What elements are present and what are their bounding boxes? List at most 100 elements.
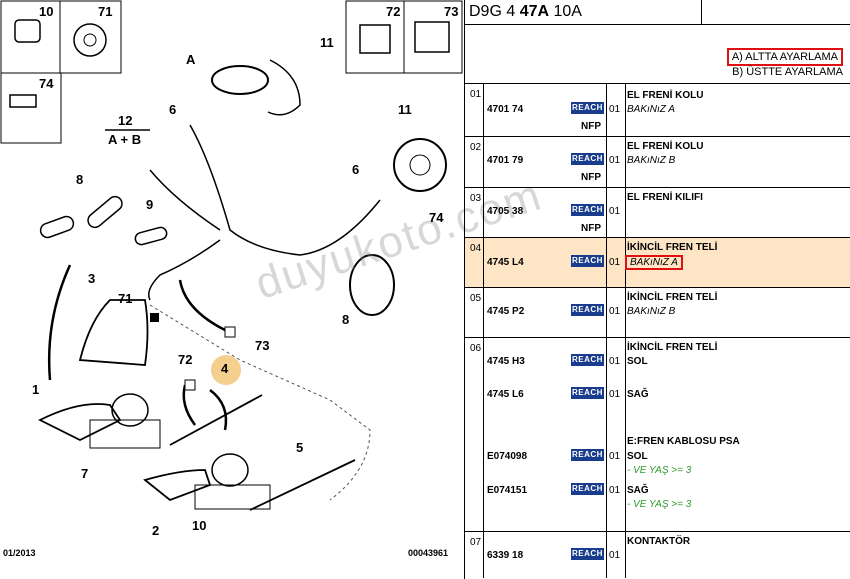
part-qty: 01 bbox=[609, 104, 621, 115]
part-desc: İKİNCİL FREN TELİ bbox=[627, 242, 718, 253]
part-subheading: E:FREN KABLOSU PSA bbox=[627, 436, 740, 447]
parts-diagram: duyukoto.com 10 71 74 72 73 A 11 6 12 A … bbox=[0, 0, 549, 558]
row-number: 06 bbox=[470, 343, 482, 354]
code-suffix: 10A bbox=[549, 3, 582, 20]
reach-badge: REACH bbox=[571, 483, 604, 495]
callout-71: 71 bbox=[118, 291, 133, 306]
highlight-circle bbox=[211, 355, 241, 385]
part-sub-highlighted: BAKıNıZ A bbox=[625, 255, 683, 270]
callout-73: 73 bbox=[255, 338, 270, 353]
part-row-02[interactable]: 02 4701 79 REACH 01 NFP EL FRENİ KOLU BA… bbox=[465, 137, 850, 188]
nfp-label: NFP bbox=[581, 121, 601, 132]
callout-a: A bbox=[186, 52, 196, 67]
box-label-74: 74 bbox=[39, 76, 54, 91]
reach-badge: REACH bbox=[571, 354, 604, 366]
callout-2: 2 bbox=[152, 523, 160, 538]
part-desc: İKİNCİL FREN TELİ bbox=[627, 292, 718, 303]
code-bold: 47A bbox=[519, 3, 550, 20]
part-desc: KONTAKTÖR bbox=[627, 536, 691, 547]
part-row-07[interactable]: 07 6339 18 REACH 01 KONTAKTÖR bbox=[465, 532, 850, 578]
part-desc: EL FRENİ KOLU bbox=[627, 141, 704, 152]
callout-12: 12 bbox=[118, 113, 133, 128]
part-ref[interactable]: E074151 bbox=[487, 485, 528, 496]
callout-11-top: 11 bbox=[320, 35, 334, 50]
reach-badge: REACH bbox=[571, 304, 604, 316]
part-qty: 01 bbox=[609, 257, 621, 268]
part-ref[interactable]: 4745 L6 bbox=[487, 389, 524, 400]
reach-badge: REACH bbox=[571, 102, 604, 114]
callout-3: 3 bbox=[88, 271, 96, 286]
part-desc: İKİNCİL FREN TELİ bbox=[627, 342, 718, 353]
part-desc: EL FRENİ KOLU bbox=[627, 90, 704, 101]
part-qty: 01 bbox=[609, 550, 621, 561]
part-qty: 01 bbox=[609, 356, 621, 367]
callout-8-right: 8 bbox=[342, 312, 350, 327]
part-desc: EL FRENİ KILIFI bbox=[627, 192, 703, 203]
part-qty: 01 bbox=[609, 451, 621, 462]
catalog-code: D9G 4 47A 10A bbox=[469, 3, 582, 21]
nfp-label: NFP bbox=[581, 223, 601, 234]
row-number: 02 bbox=[470, 142, 482, 153]
part-qty: 01 bbox=[609, 306, 621, 317]
box-label-71: 71 bbox=[98, 4, 113, 19]
callout-7: 7 bbox=[81, 466, 89, 481]
part-row-04[interactable]: 04 4745 L4 REACH 01 İKİNCİL FREN TELİ BA… bbox=[465, 238, 850, 288]
reach-badge: REACH bbox=[571, 387, 604, 399]
part-note: - VE YAŞ >= 3 bbox=[627, 499, 692, 510]
box-label-10: 10 bbox=[39, 4, 54, 19]
part-row-05[interactable]: 05 4745 P2 REACH 01 İKİNCİL FREN TELİ BA… bbox=[465, 288, 850, 338]
part-ref[interactable]: 4745 L4 bbox=[487, 257, 524, 268]
nfp-label: NFP bbox=[581, 172, 601, 183]
row-number: 04 bbox=[470, 243, 482, 254]
part-side: SAĞ bbox=[627, 485, 649, 496]
reach-badge: REACH bbox=[571, 153, 604, 165]
part-qty: 01 bbox=[609, 206, 621, 217]
part-qty: 01 bbox=[609, 485, 621, 496]
callout-6-top: 6 bbox=[169, 102, 177, 117]
callout-8-left: 8 bbox=[76, 172, 84, 187]
part-side: SAĞ bbox=[627, 389, 649, 400]
part-row-03[interactable]: 03 4705 38 REACH 01 NFP EL FRENİ KILIFI bbox=[465, 188, 850, 238]
box-label-72: 72 bbox=[386, 4, 401, 19]
part-ref[interactable]: 4705 38 bbox=[487, 206, 524, 217]
adjustment-options: A) ALTTA AYARLAMA B) ÜSTTE AYARLAMA bbox=[465, 25, 850, 84]
part-sub: BAKıNıZ B bbox=[627, 306, 676, 317]
part-note: - VE YAŞ >= 3 bbox=[627, 465, 692, 476]
box-label-73: 73 bbox=[444, 4, 459, 19]
callout-a-plus-b: A + B bbox=[108, 132, 142, 147]
part-row-06[interactable]: 06 İKİNCİL FREN TELİ 4745 H3 REACH 01 SO… bbox=[465, 338, 850, 532]
row-number: 05 bbox=[470, 293, 482, 304]
part-row-01[interactable]: 01 4701 74 REACH 01 NFP EL FRENİ KOLU BA… bbox=[465, 84, 850, 137]
reach-badge: REACH bbox=[571, 449, 604, 461]
row-number: 07 bbox=[470, 537, 482, 548]
callout-11-right: 11 bbox=[398, 102, 412, 117]
part-ref[interactable]: 4701 79 bbox=[487, 155, 524, 166]
option-b[interactable]: B) ÜSTTE AYARLAMA bbox=[732, 66, 843, 78]
part-ref[interactable]: E074098 bbox=[487, 451, 528, 462]
part-sub: BAKıNıZ B bbox=[627, 155, 676, 166]
part-sub: BAKıNıZ A bbox=[627, 104, 675, 115]
part-ref[interactable]: 4745 P2 bbox=[487, 306, 525, 317]
part-ref[interactable]: 6339 18 bbox=[487, 550, 524, 561]
footer-diagram-id: 00043961 bbox=[408, 548, 449, 558]
callout-5: 5 bbox=[296, 440, 304, 455]
part-qty: 01 bbox=[609, 155, 621, 166]
reach-badge: REACH bbox=[571, 255, 604, 267]
code-prefix: D9G 4 bbox=[469, 3, 520, 20]
header-divider bbox=[701, 0, 702, 24]
reach-badge: REACH bbox=[571, 548, 604, 560]
option-a[interactable]: A) ALTTA AYARLAMA bbox=[726, 48, 843, 66]
parts-list: D9G 4 47A 10A A) ALTTA AYARLAMA B) ÜSTTE… bbox=[464, 0, 850, 579]
callout-6-right: 6 bbox=[352, 162, 360, 177]
callout-1: 1 bbox=[32, 382, 40, 397]
part-ref[interactable]: 4745 H3 bbox=[487, 356, 525, 367]
row-number: 03 bbox=[470, 193, 482, 204]
callout-4: 4 bbox=[221, 361, 229, 376]
reach-badge: REACH bbox=[571, 204, 604, 216]
part-ref[interactable]: 4701 74 bbox=[487, 104, 524, 115]
part-side: SOL bbox=[627, 451, 648, 462]
callout-10: 10 bbox=[192, 518, 207, 533]
part-side: SOL bbox=[627, 356, 648, 367]
diagram-lines bbox=[0, 0, 463, 511]
callout-74: 74 bbox=[429, 210, 444, 225]
